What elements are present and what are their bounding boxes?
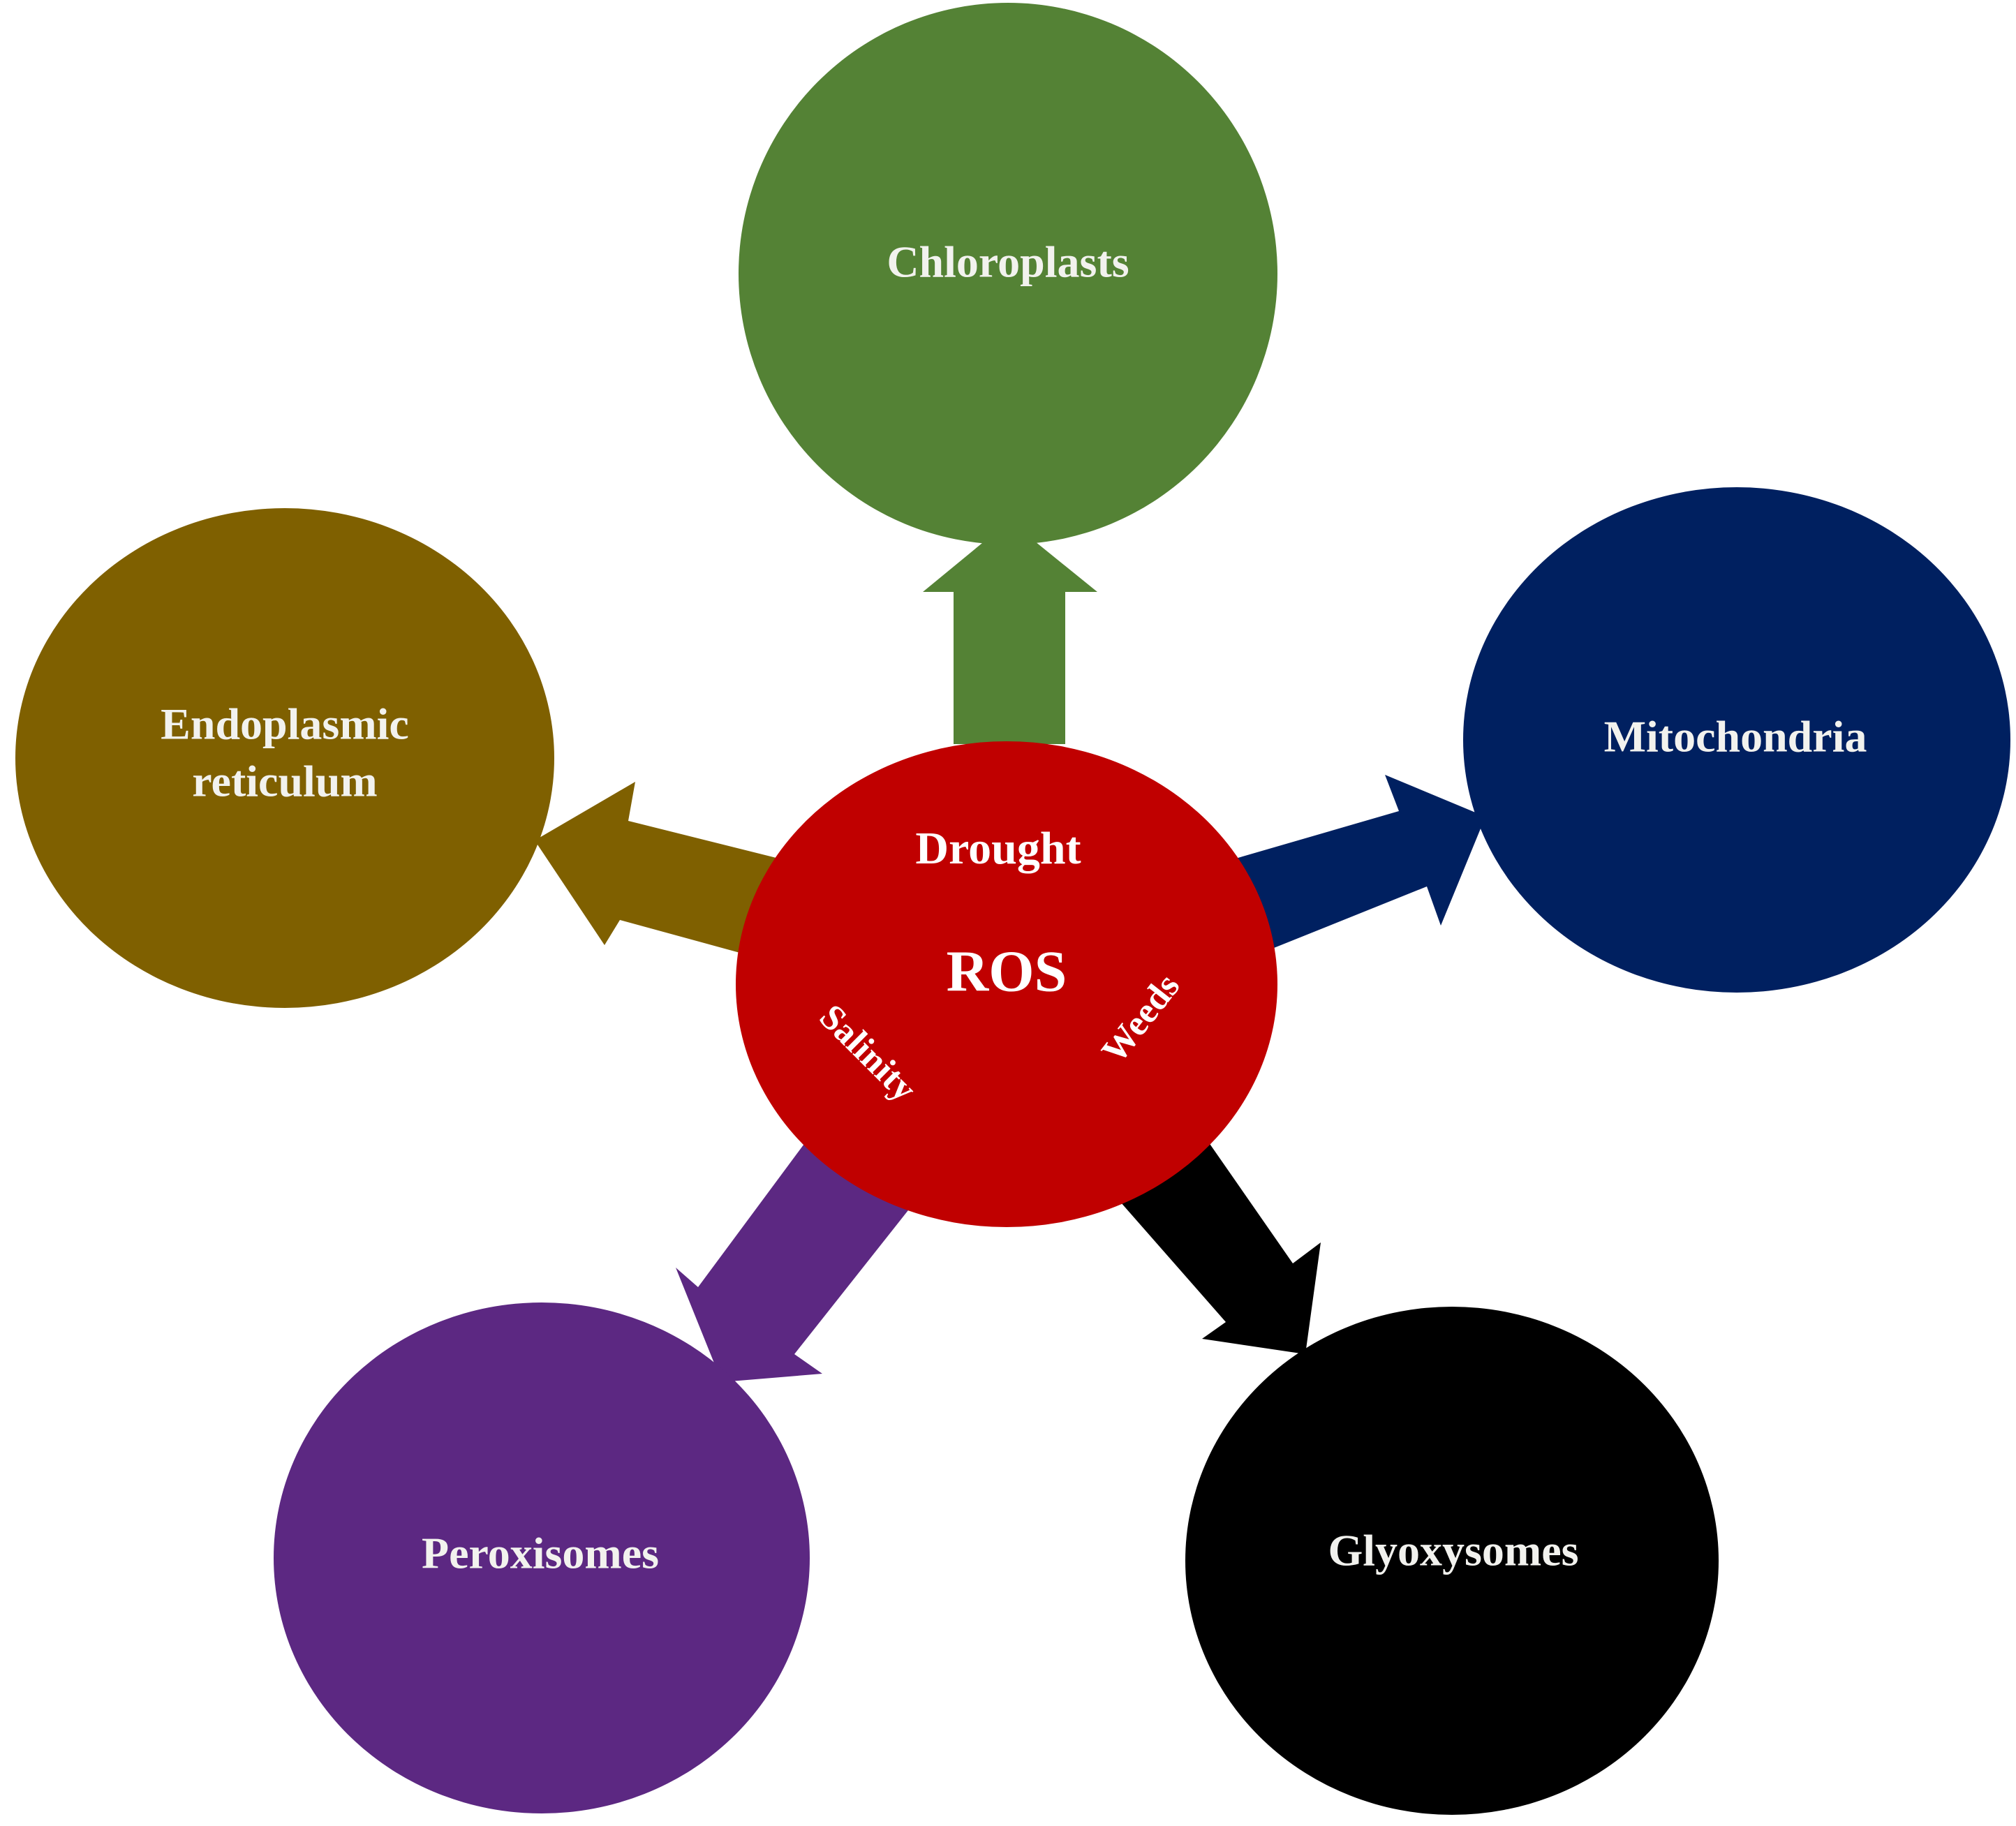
ros-label: ROS [947, 939, 1067, 1004]
mitochondria-label: Mitochondria [1604, 712, 1867, 762]
er-label-line2: reticulum [192, 757, 377, 806]
ros-center-circle [736, 741, 1277, 1227]
glyoxysomes-circle [1185, 1307, 1719, 1815]
chloroplasts-label: Chloroplasts [887, 237, 1129, 287]
arrow-to-glyoxysomes [1116, 1131, 1321, 1354]
drought-label: Drought [915, 823, 1081, 874]
arrow-to-mitochondria [1236, 775, 1485, 949]
arrow-to-chloroplasts [923, 521, 1097, 744]
peroxisomes-circle [274, 1302, 810, 1813]
arrow-to-er [535, 782, 796, 960]
glyoxysomes-label: Glyoxysomes [1328, 1526, 1578, 1575]
arrow-to-peroxisomes [676, 1136, 916, 1382]
er-label-line1: Endoplasmic [161, 699, 409, 749]
mitochondria-circle [1463, 487, 2010, 993]
er-circle [15, 508, 554, 1008]
chloroplasts-circle [739, 3, 1277, 544]
peroxisomes-label: Peroxisomes [422, 1529, 659, 1578]
